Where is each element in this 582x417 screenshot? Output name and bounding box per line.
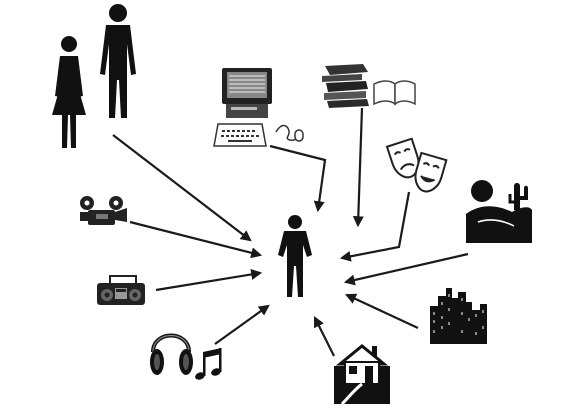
arrow-from-desert [343, 252, 469, 286]
headphones-icon [150, 333, 193, 375]
book-stack-icon [322, 64, 369, 108]
theatre-masks-icon [385, 137, 448, 193]
arrow-from-film [129, 220, 263, 259]
arrow-from-music [214, 304, 270, 345]
person-standing-icon [278, 215, 312, 297]
arrow-from-computer [269, 144, 327, 213]
arrow-from-home [314, 316, 335, 357]
arrow-from-theatre [339, 191, 411, 262]
city-skyline-icon [430, 288, 487, 344]
man-icon [100, 4, 136, 118]
computer-icon [213, 68, 304, 147]
woman-icon [52, 36, 86, 148]
books-icon [322, 64, 416, 108]
open-book-icon [373, 80, 416, 106]
headphones-music-icon [150, 333, 222, 380]
arrow-from-parents [112, 134, 252, 242]
desert-landscape-icon [466, 180, 532, 243]
arrow-from-radio [155, 268, 263, 292]
music-note-icon [195, 348, 222, 380]
arrows [112, 107, 469, 357]
boombox-icon [97, 275, 145, 305]
film-projector-icon [80, 196, 127, 225]
house-icon [334, 344, 390, 406]
arrow-from-books [352, 107, 364, 228]
arrow-from-city [345, 293, 419, 329]
woman-and-man-icon [52, 4, 136, 148]
